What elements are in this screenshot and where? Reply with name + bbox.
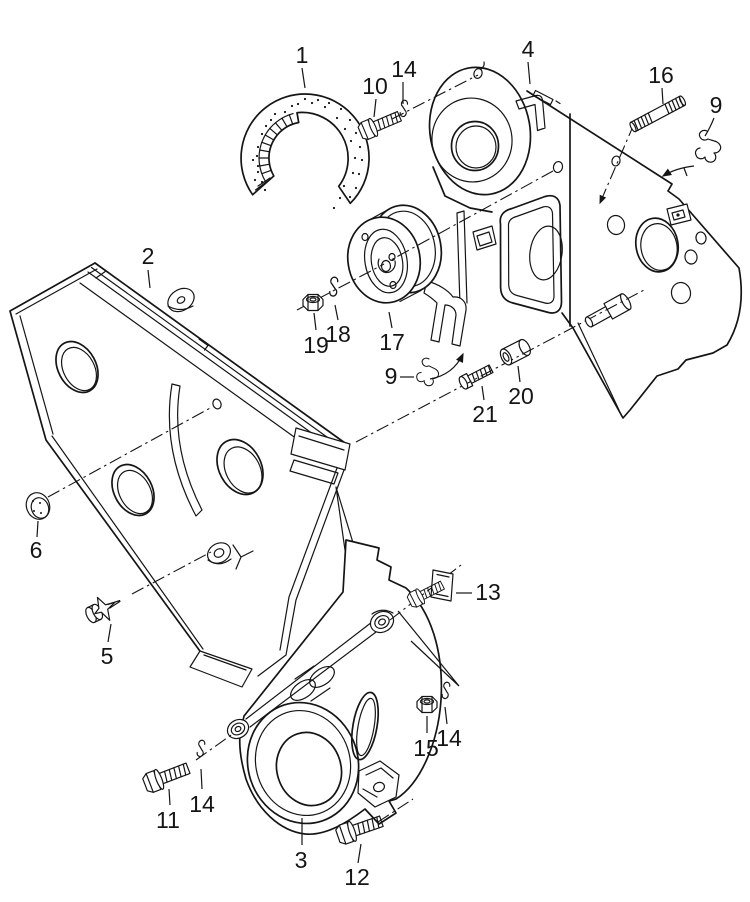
part-upper-timing-cover <box>9 262 351 688</box>
bolt-10 <box>356 106 404 143</box>
callout-timing-belt: 1 <box>296 42 309 68</box>
belt-speckles <box>251 97 364 210</box>
nut-15 <box>416 695 438 714</box>
plate-hook-slot <box>515 94 546 132</box>
plate-oval-hole <box>634 217 680 273</box>
callout-bolt-10: 10 <box>362 73 388 99</box>
stud-16 <box>629 95 687 133</box>
callout-tensioner-pulley: 17 <box>379 329 405 355</box>
part-rear-plate <box>428 61 743 419</box>
callout-bolt-11: 11 <box>156 807 180 833</box>
part-lower-timing-cover <box>226 486 443 835</box>
spacer-sleeve-20 <box>499 338 531 366</box>
bolt-11 <box>140 757 193 796</box>
callout-labels: 1 2 3 4 5 6 9 9 10 11 12 13 14 14 14 15 … <box>30 36 723 890</box>
expander-screw-5 <box>85 596 121 624</box>
callout-nut-19: 19 <box>303 332 329 358</box>
callout-bolt-21: 21 <box>472 401 498 427</box>
callout-nut-15: 15 <box>413 735 439 761</box>
callout-spring-clip-center: 9 <box>385 363 398 389</box>
callout-clip-14-top: 14 <box>391 56 417 82</box>
bolt-13-with-washer <box>405 569 454 610</box>
nut-19 <box>302 293 324 312</box>
part-tensioner-pulley <box>346 204 467 347</box>
clip-18 <box>328 276 340 298</box>
callout-upper-cover: 2 <box>142 243 155 269</box>
callout-spacer-sleeve: 20 <box>508 383 534 409</box>
spring-clip-9-right <box>694 129 722 163</box>
lower-cover-kidney-hole <box>350 691 380 761</box>
callout-bolt-12: 12 <box>344 864 370 890</box>
callout-clip-14-left: 14 <box>189 791 215 817</box>
callout-spring-clip-right: 9 <box>710 92 723 118</box>
cover-grommet <box>206 542 232 564</box>
callout-leader-lines <box>36 61 715 864</box>
callout-plug: 6 <box>30 537 43 563</box>
part-timing-belt <box>240 93 370 210</box>
plug-6 <box>25 492 51 520</box>
callout-stud-16: 16 <box>648 62 674 88</box>
plate-window-frame <box>499 194 563 314</box>
spring-clip-9-center <box>415 356 442 388</box>
cover-oval-hole <box>111 463 155 517</box>
callout-lower-cover: 3 <box>295 847 308 873</box>
plate-center-hole <box>450 120 500 172</box>
lower-cover-opening <box>246 701 360 825</box>
tensioner-fork <box>423 280 467 347</box>
clip-14-top <box>398 99 409 118</box>
cover-tab-boss <box>167 287 195 313</box>
callout-clip-18: 18 <box>325 321 351 347</box>
callout-clip-14-right: 14 <box>436 725 462 751</box>
dowel-pin <box>584 293 632 328</box>
clip-14-right <box>440 681 452 700</box>
cover-curved-slot <box>168 383 203 517</box>
callout-rear-plate: 4 <box>522 36 535 62</box>
belt-teeth <box>258 114 294 175</box>
plate-boss-ring <box>428 66 532 196</box>
cover-oval-hole <box>55 340 99 394</box>
callout-bolt-13: 13 <box>475 579 501 605</box>
callout-expander-screw: 5 <box>101 643 114 669</box>
cover-oval-hole <box>216 438 264 496</box>
bolt-21 <box>458 364 494 390</box>
